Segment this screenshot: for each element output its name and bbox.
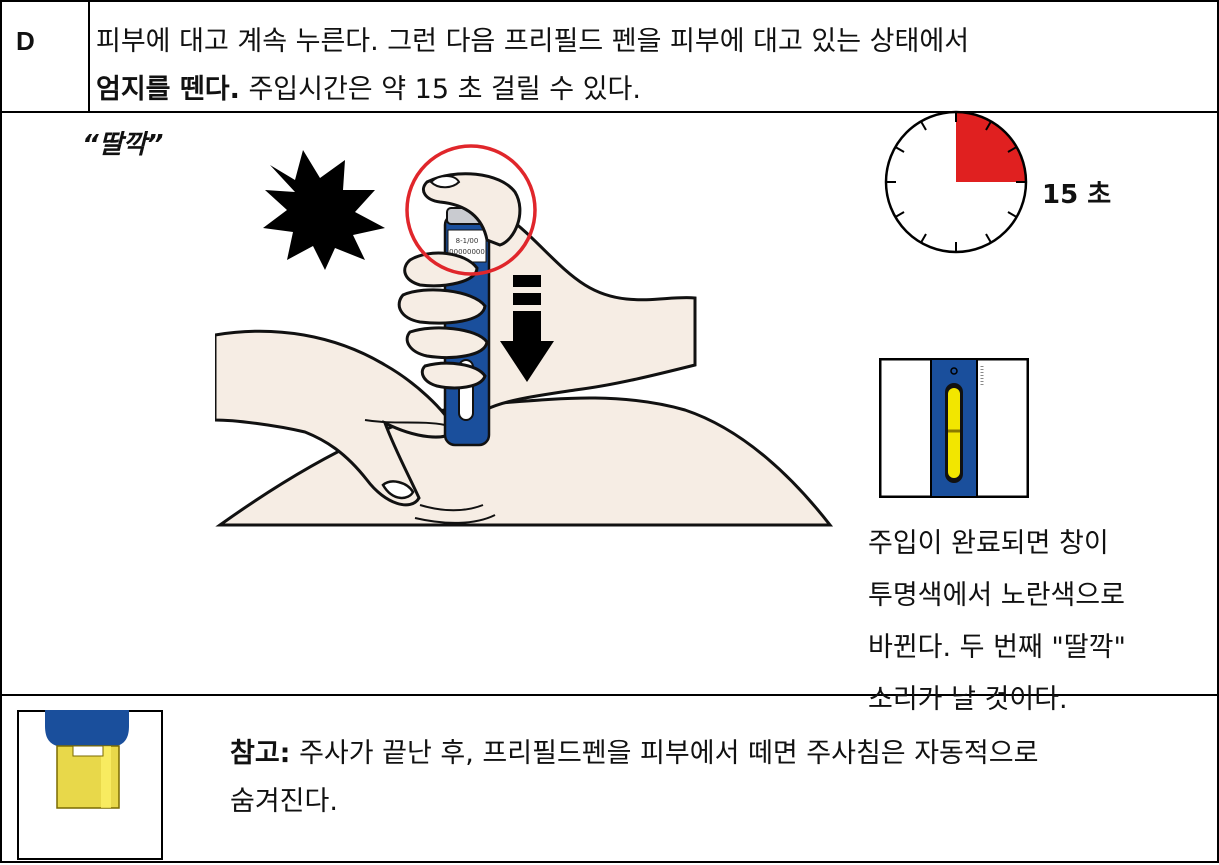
skin-fold-2 — [419, 504, 484, 512]
needle-pen-body — [45, 710, 129, 746]
window-caption-line-3: 바뀐다. 두 번째 "딸깍" — [868, 632, 1126, 663]
window-caption-line-1: 주입이 완료되면 창이 — [868, 528, 1109, 559]
note-line-1: 참고: 주사가 끝난 후, 프리필드펜을 피부에서 떼면 주사침은 자동적으로 — [230, 730, 1190, 778]
thumb-highlight-circle — [405, 144, 537, 276]
note-bold-label: 참고: — [230, 738, 291, 769]
step-line-1: 피부에 대고 계속 누른다. 그런 다음 프리필드 펜을 피부에 대고 있는 상… — [96, 26, 970, 57]
finger-1 — [403, 251, 479, 288]
finger-2 — [397, 288, 487, 325]
left-thumb-nail — [381, 480, 415, 500]
timer-tick — [985, 120, 992, 131]
needle-cover-shine — [101, 746, 111, 808]
step-line-2: 엄지를 뗀다. 주입시간은 약 15 초 걸릴 수 있다. — [96, 66, 1196, 114]
click-sound-label: “딸깍” — [82, 130, 164, 160]
note-body: 주사가 끝난 후, 프리필드펜을 피부에서 떼면 주사침은 자동적으로 — [290, 738, 1039, 769]
step-instruction: 피부에 대고 계속 누른다. 그런 다음 프리필드 펜을 피부에 대고 있는 상… — [96, 18, 1196, 114]
note-text: 참고: 주사가 끝난 후, 프리필드펜을 피부에서 떼면 주사침은 자동적으로 … — [230, 730, 1190, 826]
timer-elapsed-wedge — [956, 112, 1026, 182]
timer-tick — [920, 120, 927, 131]
pen-label-text-2: 00000000 — [449, 248, 485, 256]
frame-border-top — [0, 0, 1219, 2]
timer-tick — [985, 233, 992, 244]
pen-label-text-1: 8-1/00 — [456, 237, 479, 245]
timer-tick — [920, 233, 927, 244]
window-caption-line-4: 소리가 날 것이다. — [868, 684, 1068, 715]
step-line-2-rest: 주입시간은 약 15 초 걸릴 수 있다. — [239, 74, 641, 105]
finger-3 — [405, 326, 489, 359]
window-dot — [950, 367, 958, 375]
timer-tick — [894, 211, 905, 218]
timer-label: 15 초 — [1042, 180, 1112, 210]
timer-clock — [884, 110, 1028, 254]
needle-cover-illustration — [17, 710, 163, 860]
thumb-nail — [429, 175, 461, 189]
header-column-divider — [88, 0, 90, 112]
step-line-2-bold: 엄지를 뗀다. — [96, 74, 240, 105]
note-line-2: 숨겨진다. — [230, 786, 338, 817]
timer-tick — [894, 146, 905, 153]
timer-tick — [1007, 146, 1018, 153]
push-down-arrow — [500, 275, 554, 382]
right-thumb — [422, 172, 522, 247]
frame-border-right — [1217, 0, 1219, 863]
pen-window-detail — [879, 358, 1029, 498]
frame-border-left — [0, 0, 2, 863]
skin-fold-1 — [414, 514, 496, 524]
window-caption-line-2: 투명색에서 노란색으로 — [868, 580, 1125, 611]
row-divider-1 — [0, 111, 1219, 113]
left-finger-line — [364, 419, 446, 426]
left-hand — [215, 329, 457, 507]
step-letter: D — [16, 26, 35, 56]
window-indicator-yellow — [948, 388, 960, 478]
timer-tick — [1007, 211, 1018, 218]
injection-illustration: 8-1/00 00000000 — [215, 144, 834, 527]
needle-cover-cutout — [72, 745, 104, 757]
finger-4 — [420, 361, 487, 390]
row-divider-2 — [0, 694, 1219, 696]
frame-border-bottom — [0, 861, 1219, 863]
window-caption: 주입이 완료되면 창이 투명색에서 노란색으로 바뀐다. 두 번째 "딸깍" 소… — [868, 518, 1208, 726]
click-burst — [263, 150, 385, 270]
